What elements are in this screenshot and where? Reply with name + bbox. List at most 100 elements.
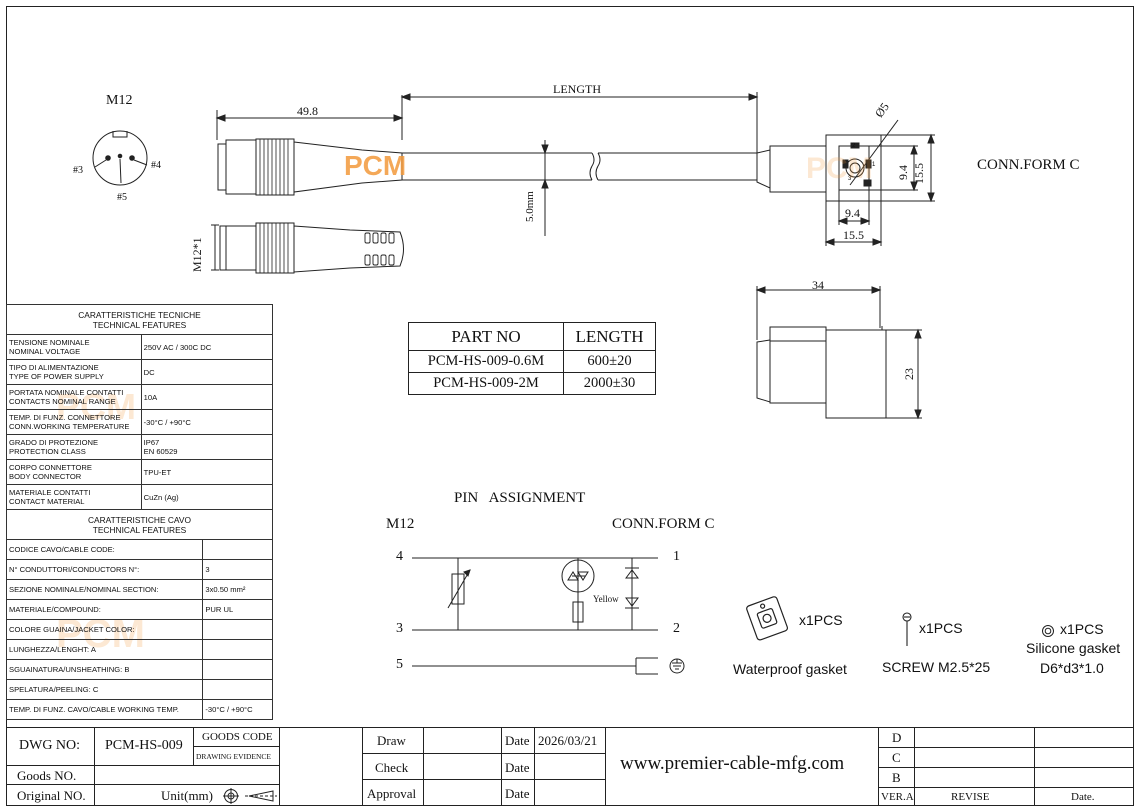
ver-cell: VER.A [878, 787, 915, 806]
spec-value: -30°C / +90°C [140, 409, 274, 435]
spec-label-it: TENSIONE NOMINALE [9, 338, 90, 347]
length-cell: 2000±30 [563, 372, 656, 395]
projection-symbol-icon [223, 788, 277, 804]
screw-name: SCREW M2.5*25 [882, 659, 991, 675]
cable-value: -30°C / +90°C [202, 699, 273, 720]
spec-header-2-it: CARATTERISTICHE CAVO [88, 514, 191, 525]
length-cell: 600±20 [563, 350, 656, 373]
date-value: 2026/03/21 [538, 733, 598, 748]
cable-label: COLORE GUAINA/JACKET COLOR: [5, 619, 204, 640]
date-value-cell: 2026/03/21 [534, 727, 606, 754]
cable-label: SEZIONE NOMINALE/NOMINAL SECTION: [5, 579, 204, 600]
spec-value-line: IP67 [143, 438, 160, 447]
dim-23: 23 [902, 368, 916, 380]
dim-inner-height: 9.4 [896, 165, 910, 180]
pin4-label: #4 [151, 160, 161, 171]
dim-length: LENGTH [553, 82, 601, 96]
unit-label: Unit(mm) [161, 788, 213, 803]
ver-label: VER.A [881, 791, 914, 803]
spec-value: TPU-ET [140, 459, 274, 485]
cable-label: MATERIALE/COMPOUND: [5, 599, 204, 620]
dwg-no-cell: PCM-HS-009 [94, 727, 194, 766]
spec-label-en: NOMINAL VOLTAGE [9, 347, 81, 356]
cable-label: SPELATURA/PEELING: C [5, 679, 204, 700]
goods-no-cell: Goods NO. [6, 765, 95, 785]
date-cell: Date [501, 727, 535, 754]
pin-right-label: CONN.FORM C [612, 516, 715, 532]
cable-label: LUNGHEZZA/LENGHT: A [5, 639, 204, 660]
date-cell: Date [501, 753, 535, 780]
pin-num-5: 5 [396, 657, 403, 672]
spec-label-it: TIPO DI ALIMENTAZIONE [9, 363, 99, 372]
cable-value: PUR UL [202, 599, 273, 620]
rev-date-cell [1034, 747, 1134, 768]
check-cell: Check [362, 753, 424, 780]
drawing-evidence-cell: DRAWING EVIDENCE [193, 746, 280, 766]
cable-value: 3 [202, 559, 273, 580]
dwg-no-value: PCM-HS-009 [105, 738, 183, 753]
dim-cable-diameter: 5.0mm [524, 191, 536, 222]
watermark-logo: PCM [344, 150, 407, 181]
spec-value: 250V AC / 300C DC [140, 334, 274, 360]
cable-row: TEMP. DI FUNZ. CAVO/CABLE WORKING TEMP.-… [5, 699, 273, 720]
face-label-3: 3 [848, 176, 852, 182]
pin5-label: #5 [117, 192, 127, 203]
spec-label-it: CORPO CONNETTORE [9, 463, 92, 472]
spec-header-2-en: TECHNICAL FEATURES [92, 524, 187, 535]
cable-row: SGUAINATURA/UNSHEATHING: B [5, 659, 273, 680]
rev-date-label: Date. [1071, 791, 1095, 803]
goods-code-cell: GOODS CODE [193, 727, 280, 747]
goods-code-label: GOODS CODE [202, 731, 273, 743]
draw-sign-cell [423, 727, 502, 754]
original-no-label: Original NO. [17, 788, 86, 803]
spec-label-it: MATERIALE CONTATTI [9, 488, 91, 497]
length-header: LENGTH [563, 322, 656, 351]
cable-row: N° CONDUTTORI/CONDUCTORS N°:3 [5, 559, 273, 580]
spec-label-en: CONTACT MATERIAL [9, 497, 85, 506]
revise-entry-cell [914, 727, 1035, 748]
rev-date-header-cell: Date. [1034, 787, 1134, 806]
part-no-header: PART NO [408, 322, 564, 351]
website-link[interactable]: www.premier-cable-mfg.com [620, 753, 845, 774]
side-view-drawing [756, 286, 922, 420]
check-sign-cell [423, 753, 502, 780]
draw-label: Draw [377, 733, 406, 748]
cable-value [202, 539, 273, 560]
revise-entry-cell [914, 767, 1035, 788]
connector-drawing [92, 92, 935, 294]
dwg-no-label-cell: DWG NO: [6, 727, 95, 766]
date-value-cell [534, 753, 606, 780]
rev-date-cell [1034, 727, 1134, 748]
cable-label: SGUAINATURA/UNSHEATHING: B [5, 659, 204, 680]
date-label: Date [505, 786, 530, 801]
m12-label: M12 [106, 93, 133, 108]
gasket-name: Waterproof gasket [733, 661, 847, 677]
spec-value: 10A [140, 384, 274, 410]
revise-label: REVISE [951, 791, 990, 803]
cable-row: SPELATURA/PEELING: C [5, 679, 273, 700]
dim-outer-height: 15.5 [912, 163, 926, 184]
cable-label: N° CONDUTTORI/CONDUCTORS N°: [5, 559, 204, 580]
spec-label-en: BODY CONNECTOR [9, 472, 82, 481]
led-color-label: Yellow [593, 594, 619, 604]
silicone-gasket-icon [1042, 625, 1054, 637]
goods-no-label: Goods NO. [17, 768, 77, 783]
dim-thread: M12*1 [190, 237, 204, 272]
goods-no-value-cell [94, 765, 280, 785]
cable-value [202, 659, 273, 680]
approval-label: Approval [367, 786, 417, 801]
cable-value [202, 619, 273, 640]
conn-form-label: CONN.FORM C [977, 157, 1080, 173]
dim-outer-width: 15.5 [843, 228, 864, 242]
rev-d-label: D [892, 730, 902, 745]
silicone-size: D6*d3*1.0 [1040, 660, 1104, 676]
